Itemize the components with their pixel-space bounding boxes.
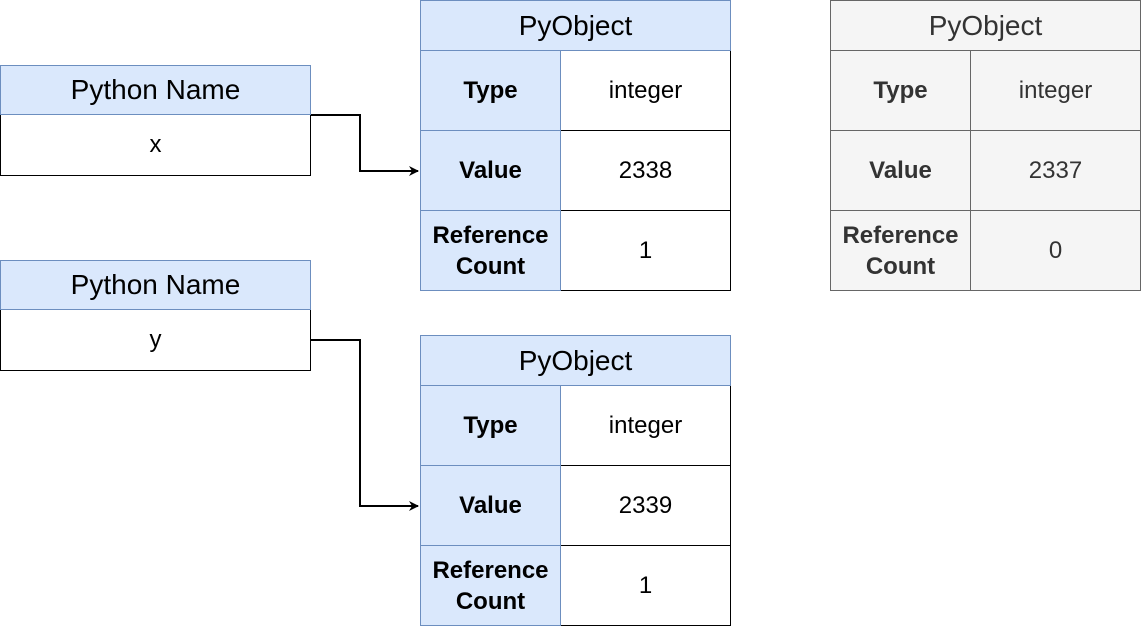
reference-count-value: 1 — [561, 546, 731, 626]
python-name-y-header: Python Name — [0, 260, 311, 310]
type-value: integer — [561, 386, 731, 466]
python-name-y-node: Python Name y — [0, 260, 311, 371]
type-value: integer — [561, 51, 731, 131]
value-label: Value — [420, 466, 561, 546]
value-label: Value — [420, 131, 561, 211]
python-name-x-header: Python Name — [0, 65, 311, 115]
type-label: Type — [420, 386, 561, 466]
value-value: 2338 — [561, 131, 731, 211]
pyobject-header: PyObject — [830, 0, 1141, 51]
pyobject-2339-node: PyObject Type integer Value 2339 Referen… — [420, 335, 731, 626]
pyobject-header: PyObject — [420, 335, 731, 386]
x-to-pyobject-arrow — [311, 114, 419, 176]
reference-count-label: Reference Count — [830, 211, 971, 291]
pyobject-header: PyObject — [420, 0, 731, 51]
reference-count-label: Reference Count — [420, 211, 561, 291]
pyobject-2337-node: PyObject Type integer Value 2337 Referen… — [830, 0, 1141, 291]
python-name-y-value: y — [0, 310, 311, 371]
value-value: 2337 — [971, 131, 1141, 211]
type-label: Type — [420, 51, 561, 131]
python-name-x-value: x — [0, 115, 311, 176]
pyobject-2338-node: PyObject Type integer Value 2338 Referen… — [420, 0, 731, 291]
reference-count-value: 1 — [561, 211, 731, 291]
y-to-pyobject-arrow — [311, 339, 419, 511]
reference-count-label: Reference Count — [420, 546, 561, 626]
type-label: Type — [830, 51, 971, 131]
python-name-x-node: Python Name x — [0, 65, 311, 176]
value-value: 2339 — [561, 466, 731, 546]
value-label: Value — [830, 131, 971, 211]
reference-count-value: 0 — [971, 211, 1141, 291]
